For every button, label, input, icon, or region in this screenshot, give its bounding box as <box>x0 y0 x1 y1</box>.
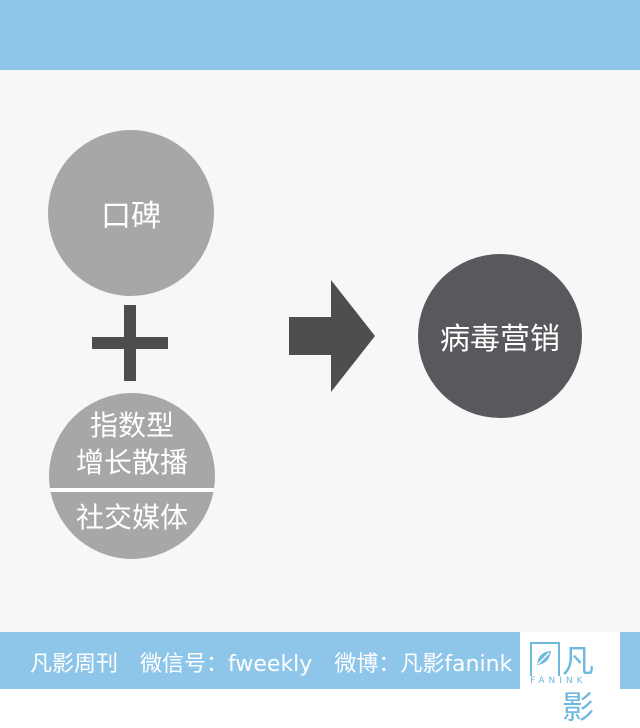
growth-label-line2: 增长散播 <box>75 446 188 479</box>
growth-social-circle: 指数型 增长散播 社交媒体 <box>49 393 215 559</box>
viral-marketing-circle: 病毒营销 <box>418 254 582 418</box>
footer-journal: 凡影周刊 <box>30 652 119 677</box>
word-of-mouth-circle: 口碑 <box>48 130 214 296</box>
viral-marketing-label: 病毒营销 <box>440 322 560 357</box>
footer-weibo: 微博：凡影fanink <box>334 652 513 677</box>
plus-icon <box>124 305 136 381</box>
word-of-mouth-label: 口碑 <box>101 199 161 234</box>
footer-info: 凡影周刊 微信号：fweekly 微博：凡影fanink <box>30 646 512 678</box>
header-band <box>0 0 640 70</box>
footer-wechat: 微信号：fweekly <box>140 652 313 677</box>
footer-bar: 凡影周刊 微信号：fweekly 微博：凡影fanink 凡影 FANINK <box>0 632 640 726</box>
circle-divider <box>49 488 215 492</box>
growth-label-line1: 指数型 <box>89 409 174 442</box>
right-arrow-icon <box>289 280 375 392</box>
social-media-label: 社交媒体 <box>75 501 188 534</box>
logo-frame <box>530 642 560 676</box>
logo-subtext: FANINK <box>530 676 587 686</box>
leaf-icon <box>537 651 551 665</box>
fanink-logo: 凡影 FANINK <box>520 632 620 726</box>
